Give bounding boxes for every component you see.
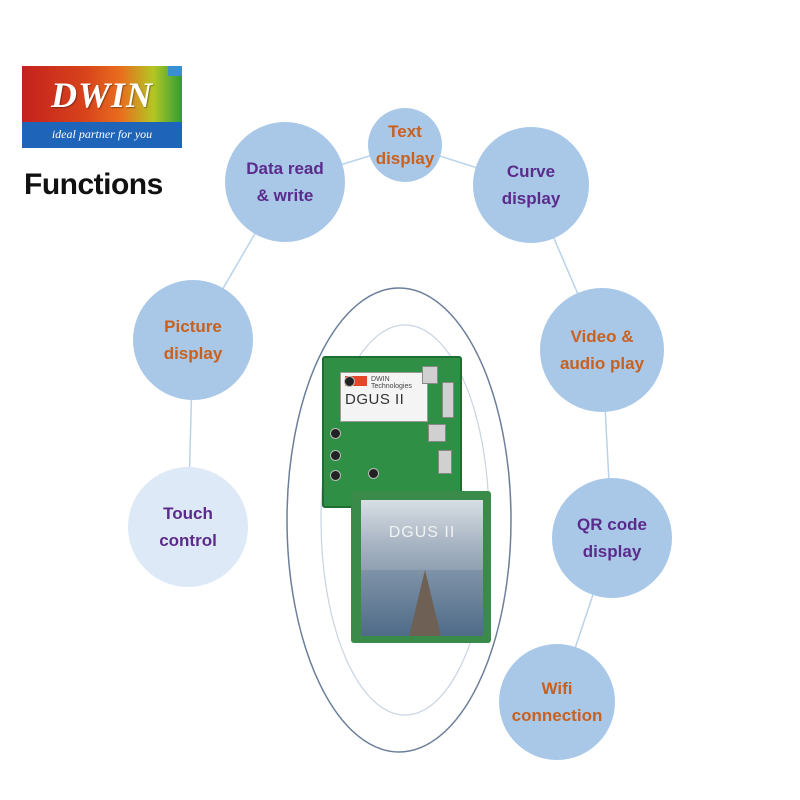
board-mount-hole: [330, 450, 341, 461]
board-connector: [438, 450, 452, 474]
page-title: Functions: [24, 168, 163, 201]
touch-control-bubble: [128, 467, 248, 587]
board-mount-hole: [330, 428, 341, 439]
controller-board-image: DWIN Technologies DGUS II: [322, 356, 462, 508]
text-display-label: Text display: [375, 122, 435, 168]
board-model-text: DGUS II: [345, 391, 405, 408]
touch-control-label: Touch control: [159, 504, 217, 550]
picture-display-bubble: [133, 280, 253, 400]
board-connector: [442, 382, 454, 418]
logo-name: DWIN: [50, 75, 153, 115]
wifi-connection-label: Wifi connection: [511, 679, 603, 725]
data-read-write-bubble: [225, 122, 345, 242]
board-brand: DWIN Technologies: [371, 376, 412, 390]
picture-display-label: Picture display: [163, 317, 223, 363]
qr-code-display-bubble: [552, 478, 672, 598]
logo-color-band: [22, 66, 182, 122]
curve-display-bubble: [473, 127, 589, 243]
screen-model-text: DGUS II: [388, 524, 456, 541]
logo-tagline: ideal partner for you: [51, 127, 153, 141]
wifi-connection-bubble: [499, 644, 615, 760]
board-component: [422, 366, 438, 384]
display-screen: DGUS II: [361, 500, 483, 636]
screen-sky: [361, 500, 483, 570]
board-mount-hole: [344, 376, 355, 387]
video-audio-play-bubble: [540, 288, 664, 412]
screen-pier: [409, 570, 441, 636]
board-chip: [428, 424, 446, 442]
function-bubbles: [128, 108, 672, 760]
text-display-bubble: [368, 108, 442, 182]
logo-tagline-band: [22, 122, 182, 148]
curve-display-label: Curve display: [501, 162, 561, 208]
video-audio-play-label: Video & audio play: [559, 327, 645, 373]
board-logo-mark: [345, 376, 367, 386]
data-read-write-label: Data read & write: [246, 159, 324, 205]
dwin-logo: DWIN ideal partner for you: [22, 66, 182, 148]
board-mount-hole: [368, 468, 379, 479]
board-mount-hole: [330, 470, 341, 481]
display-module-image: DGUS II: [351, 491, 491, 643]
outer-ring: [286, 287, 512, 753]
qr-code-display-label: QR code display: [577, 515, 647, 561]
logo-corner-mark: [168, 66, 182, 76]
